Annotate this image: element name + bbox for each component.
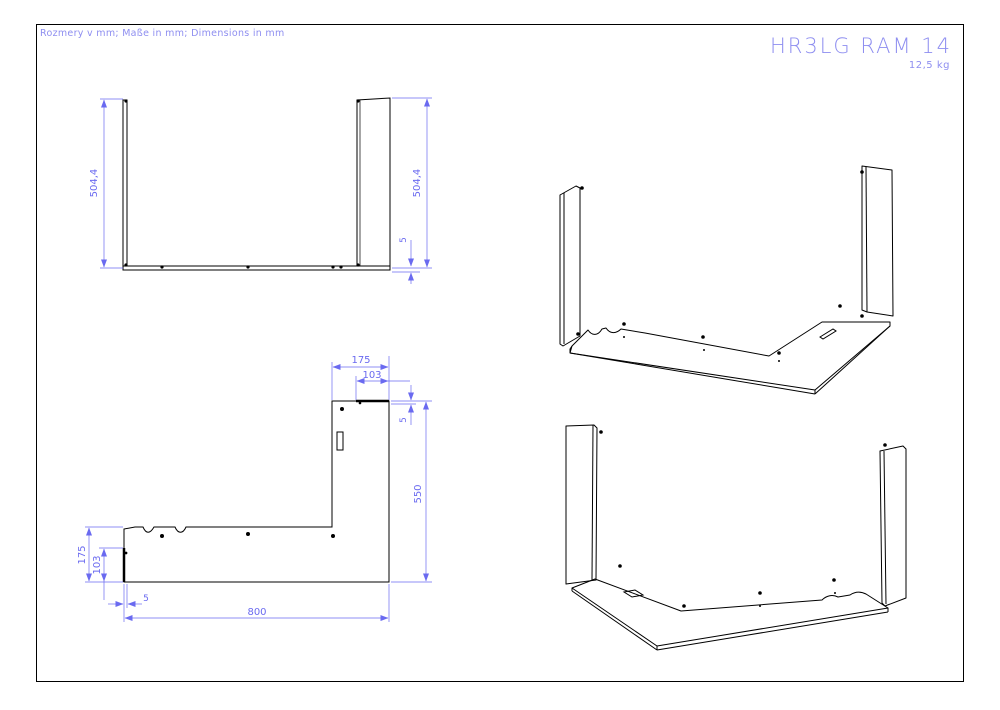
left-outer-depth-label: 175	[77, 545, 88, 564]
sheet-border	[36, 24, 964, 682]
weight-label: 12,5 kg	[908, 60, 950, 71]
bottom-gap-label: 5	[143, 594, 149, 604]
front-right-dimension	[392, 97, 432, 284]
front-screws	[124, 99, 360, 269]
top-plate-outline	[123, 400, 390, 583]
total-length-label: 800	[247, 607, 266, 618]
top-slot	[336, 431, 344, 451]
right-length-dimensions	[391, 385, 432, 583]
front-thickness-label: 5	[399, 237, 409, 243]
drawing-title: HR3LG RAM 14	[769, 34, 952, 58]
bottom-length-dimensions	[108, 584, 390, 622]
isometric-view-back	[565, 424, 907, 651]
front-left-wall	[122, 99, 128, 267]
isometric-view-front	[559, 165, 894, 395]
left-inner-depth-label: 103	[92, 555, 103, 574]
top-inner-width-label: 103	[362, 370, 381, 381]
front-right-wall	[356, 97, 391, 267]
units-note: Rozmery v mm; Maße in mm; Dimensions in …	[40, 28, 285, 39]
front-right-height-label: 504,4	[412, 169, 423, 198]
top-view: 175 103 5 550 175 10	[77, 355, 432, 622]
front-bottom-plate	[122, 265, 391, 271]
top-holes	[124, 401, 362, 555]
right-length-label: 550	[413, 484, 424, 503]
front-left-dimension	[100, 98, 123, 269]
front-left-height-label: 504,4	[89, 169, 100, 198]
top-width-dimensions	[331, 356, 410, 400]
front-view: 504,4 504,4 5	[89, 97, 432, 284]
top-outer-width-label: 175	[351, 355, 370, 366]
left-depth-dimensions	[85, 526, 123, 600]
right-gap-label: 5	[399, 417, 409, 423]
